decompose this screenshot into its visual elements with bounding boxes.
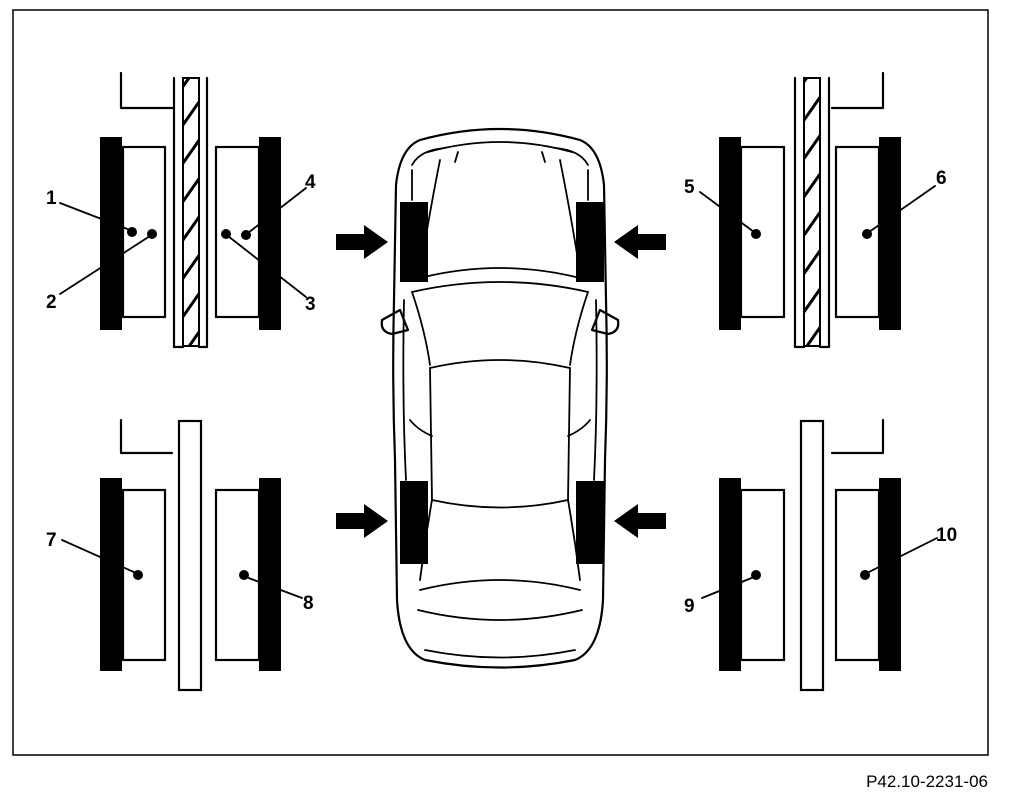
tire-right-black xyxy=(259,478,281,671)
callout-4: 4 xyxy=(305,172,316,193)
plain-rotor xyxy=(177,419,203,692)
callout-7: 7 xyxy=(46,530,57,551)
callout-8: 8 xyxy=(303,593,314,614)
callout-3: 3 xyxy=(305,294,316,315)
arrows xyxy=(336,225,666,538)
arrow-front-left xyxy=(336,225,388,259)
arrow-front-right xyxy=(614,225,666,259)
hub-right-pad xyxy=(214,488,261,662)
callout-6: 6 xyxy=(936,168,947,189)
tire-left-black xyxy=(719,137,741,330)
tire-right-black xyxy=(879,478,901,671)
tire-right-black xyxy=(259,137,281,330)
rear-left-disc-detail xyxy=(61,418,303,692)
wheel-front-left xyxy=(400,202,428,282)
wheel-front-right xyxy=(576,202,604,282)
arrow-rear-right xyxy=(614,504,666,538)
front-left-disc-detail xyxy=(59,71,307,349)
hub-left-pad xyxy=(121,488,167,662)
tire-left-black xyxy=(100,137,122,330)
callout-10: 10 xyxy=(936,525,957,546)
callout-1: 1 xyxy=(46,188,57,209)
hub-right-pad xyxy=(834,145,881,319)
front-right-disc-detail xyxy=(699,71,936,349)
car-top-view xyxy=(380,127,620,669)
tire-left-black xyxy=(719,478,741,671)
figure-reference-code: P42.10-2231-06 xyxy=(866,772,988,791)
arrow-rear-left xyxy=(336,504,388,538)
callout-2: 2 xyxy=(46,292,57,313)
hub-left-pad xyxy=(739,145,786,319)
rear-right-disc-detail xyxy=(701,418,938,692)
callout-9: 9 xyxy=(684,596,695,617)
hatched-rotor xyxy=(803,77,821,347)
wheel-rear-left xyxy=(400,481,428,564)
hub-left-pad xyxy=(739,488,786,662)
plain-rotor xyxy=(799,419,825,692)
hatched-rotor xyxy=(182,77,200,347)
wheel-rear-right xyxy=(576,481,604,564)
diagram-frame xyxy=(12,9,989,756)
hub-right-pad xyxy=(834,488,881,662)
tire-right-black xyxy=(879,137,901,330)
callout-5: 5 xyxy=(684,177,695,198)
tire-left-black xyxy=(100,478,122,671)
